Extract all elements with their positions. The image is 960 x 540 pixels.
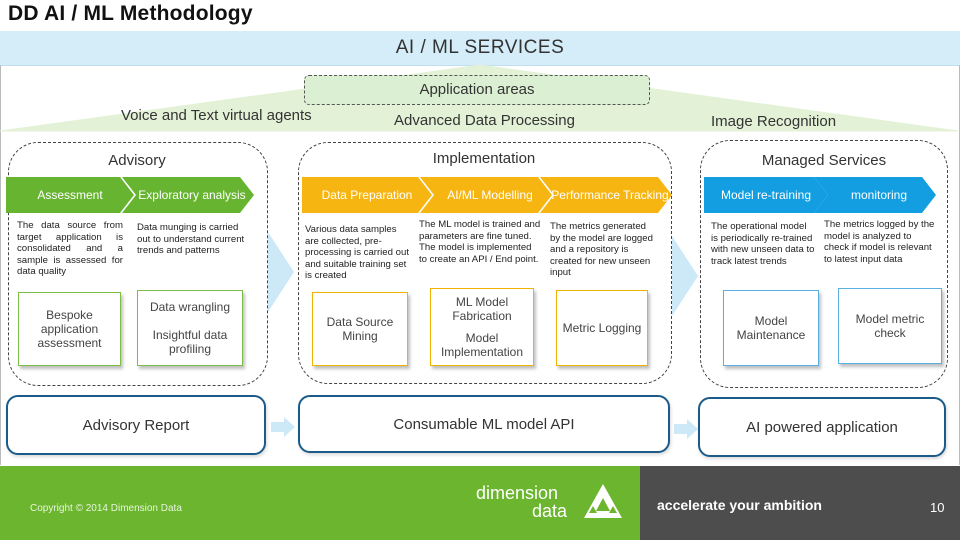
flow-arrow-icon: [268, 232, 294, 312]
dimension-data-logo-icon: [584, 484, 622, 518]
footer-right: [640, 466, 960, 540]
copyright-text: Copyright © 2014 Dimension Data: [30, 503, 182, 514]
desc-model-retraining: The operational model is periodically re…: [711, 221, 815, 267]
step-performance-tracking: Performance Tracking: [540, 177, 672, 213]
desc-assessment: The data source from target application …: [17, 220, 123, 278]
desc-exploratory-analysis: Data munging is carried out to understan…: [137, 222, 245, 257]
footer-left: [0, 466, 640, 540]
step-ai-ml-modelling: AI/ML Modelling: [420, 177, 552, 213]
flow-arrow-icon: [672, 236, 698, 316]
step-data-preparation: Data Preparation: [302, 177, 432, 213]
desc-ai-ml-modelling: The ML model is trained and parameters a…: [419, 219, 541, 265]
output-advisory-report: Advisory Report: [6, 395, 266, 455]
output-ai-application: AI powered application: [698, 397, 946, 457]
area-voice-text: Voice and Text virtual agents: [121, 107, 312, 124]
card-bespoke-assessment: Bespoke application assessment: [18, 292, 121, 366]
step-exploratory-analysis: Exploratory analysis: [122, 177, 254, 213]
managed-services-title: Managed Services: [761, 152, 887, 169]
step-model-retraining: Model re-training: [704, 177, 828, 213]
brand-name-line1: dimension: [476, 483, 559, 503]
area-data-processing: Advanced Data Processing: [394, 112, 575, 129]
step-monitoring: monitoring: [814, 177, 936, 213]
desc-monitoring: The metrics logged by the model is analy…: [824, 219, 935, 265]
page-number: 10: [930, 500, 945, 515]
card-data-source-mining: Data Source Mining: [312, 292, 408, 366]
card-ml-model-fabrication: ML Model Fabrication: [452, 295, 512, 323]
step-assessment: Assessment: [6, 177, 134, 213]
output-arrow-icon: [674, 419, 698, 439]
output-arrow-icon: [271, 417, 295, 437]
output-consumable-api: Consumable ML model API: [298, 395, 670, 453]
tagline: accelerate your ambition: [657, 497, 822, 513]
desc-data-preparation: Various data samples are collected, pre-…: [305, 224, 409, 282]
application-areas-box: Application areas: [304, 75, 650, 105]
card-model-implementation: Model Implementation: [440, 331, 524, 359]
desc-performance-tracking: The metrics generated by the model are l…: [550, 221, 653, 279]
card-metric-logging: Metric Logging: [556, 290, 648, 366]
card-ml-model: ML Model Fabrication Model Implementatio…: [430, 288, 534, 366]
card-model-metric-check: Model metric check: [838, 288, 942, 364]
services-banner-label: AI / ML SERVICES: [395, 37, 565, 58]
advisory-title: Advisory: [108, 152, 166, 169]
managed-services-section: [700, 140, 948, 388]
brand-name-line2: data: [532, 501, 568, 521]
card-data-wrangling: Data wrangling: [149, 300, 231, 314]
implementation-title: Implementation: [432, 150, 536, 167]
area-image-recognition: Image Recognition: [711, 113, 837, 130]
slide-title: DD AI / ML Methodology: [8, 2, 253, 25]
card-data-wrangling-profiling: Data wrangling Insightful data profiling: [137, 290, 243, 366]
card-model-maintenance: Model Maintenance: [723, 290, 819, 366]
implementation-section: [298, 142, 672, 384]
advisory-section: [8, 142, 268, 386]
card-insightful-profiling: Insightful data profiling: [152, 328, 228, 356]
